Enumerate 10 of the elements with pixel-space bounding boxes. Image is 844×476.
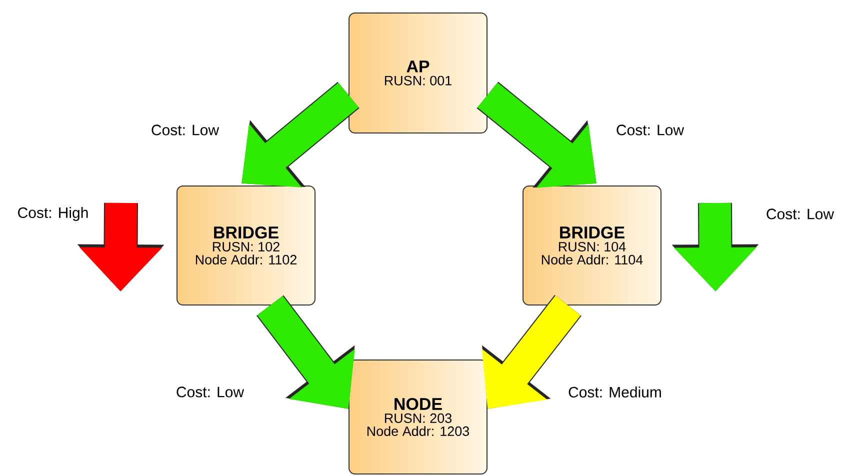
edge-label: Cost: Medium [567,385,663,398]
edge-label: Cost: Low [150,124,220,136]
edge-label: Cost: Low [614,124,686,136]
node-box: BRIDGE RUSN: 102 Node Addr: 1102 [176,186,316,306]
node-box: AP RUSN: 001 [348,12,488,134]
node-box: NODE RUSN: 203 Node Addr: 1203 [348,360,488,474]
edge-label: Cost: High [16,206,90,222]
edge-label: Cost: Low [764,208,836,220]
edge-label: Cost: Low [174,386,246,398]
node-box: BRIDGE RUSN: 104 Node Addr: 1104 [522,186,662,306]
